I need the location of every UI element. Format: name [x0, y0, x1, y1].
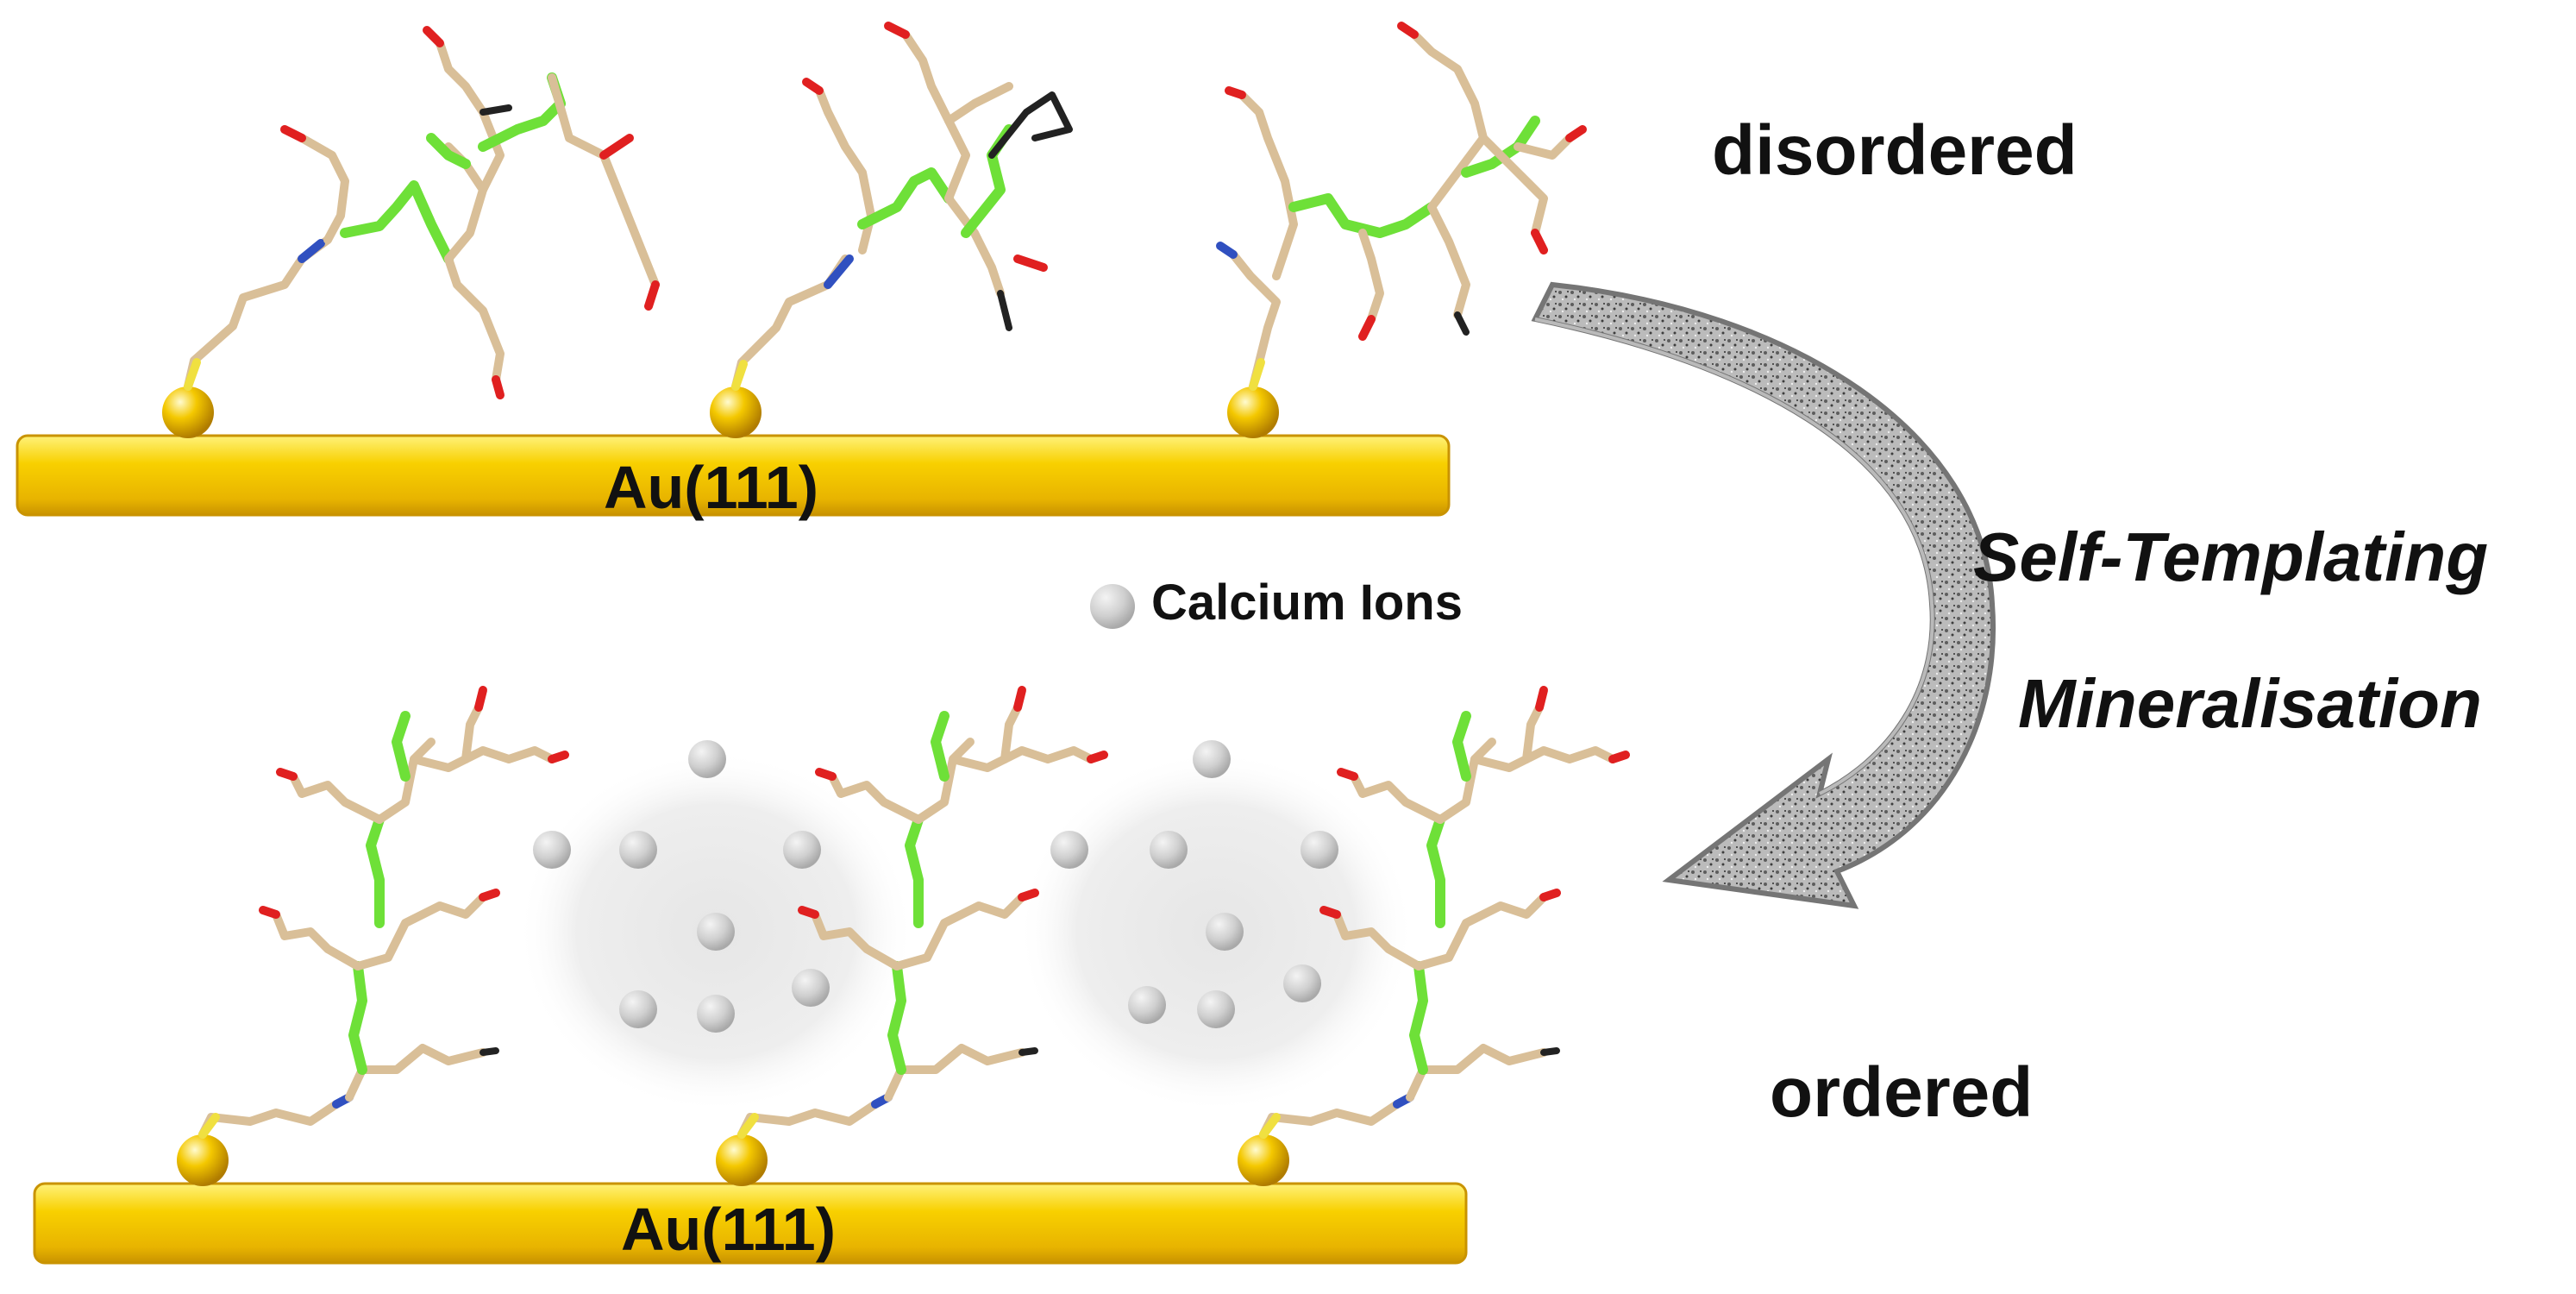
molecule-disordered-2 — [731, 22, 1073, 391]
molecule-disordered-1 — [184, 26, 660, 399]
legend-calcium-label: Calcium Ions — [1151, 575, 1463, 631]
substrate-top-label: Au(111) — [604, 454, 818, 521]
label-process-line1: Self-Templating — [1973, 518, 2489, 595]
molecule-disordered-3 — [1216, 22, 1587, 391]
label-process-line2: Mineralisation — [2018, 665, 2482, 742]
label-disordered: disordered — [1712, 111, 2078, 190]
label-ordered: ordered — [1770, 1053, 2034, 1132]
calcium-cluster-1 — [517, 740, 914, 1113]
substrate-bottom-label: Au(111) — [621, 1196, 836, 1263]
molecule-ordered-2 — [737, 686, 1108, 1139]
molecule-ordered-3 — [1259, 686, 1630, 1139]
molecule-ordered-1 — [198, 686, 569, 1139]
calcium-ion-icon — [1090, 584, 1135, 629]
calcium-cluster-2 — [1018, 740, 1414, 1113]
curved-arrow-icon — [1531, 281, 1996, 909]
gold-atom-icon — [162, 386, 1289, 1186]
